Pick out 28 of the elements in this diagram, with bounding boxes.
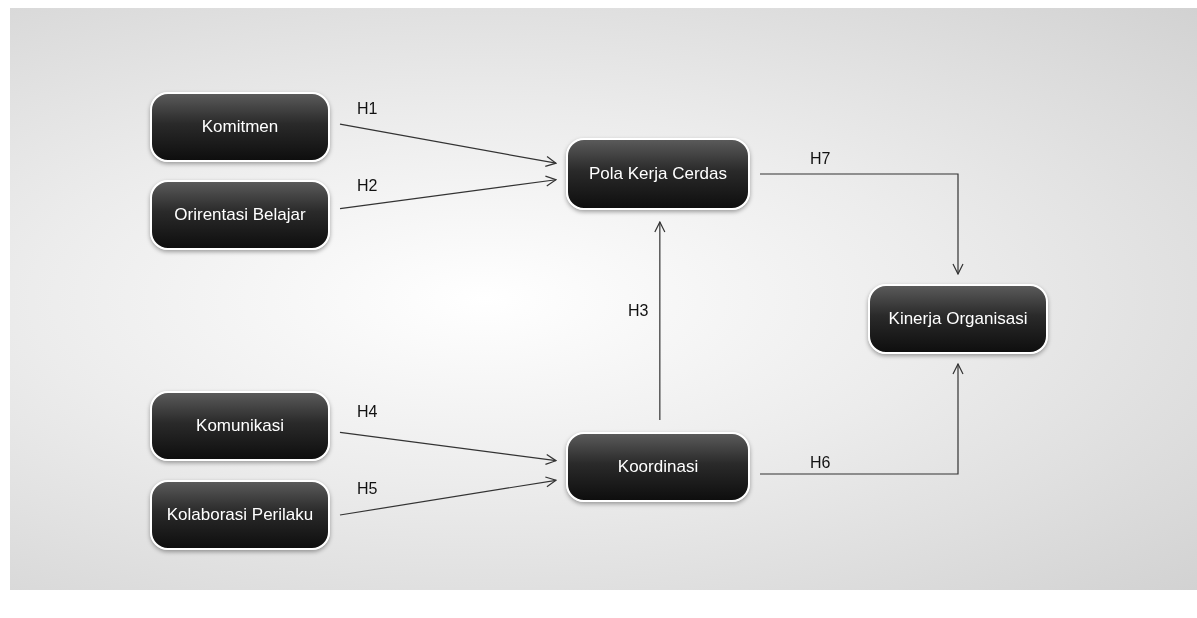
arrow — [339, 175, 557, 210]
arrow — [339, 431, 557, 465]
edge-label: H1 — [357, 100, 378, 118]
construct-box — [566, 432, 750, 502]
edge-label: H6 — [810, 454, 831, 472]
construct-box — [150, 480, 330, 550]
construct-label: Kinerja Organisasi — [887, 307, 1029, 330]
edge-label: H3 — [628, 302, 649, 320]
construct-box — [868, 284, 1048, 354]
edge-label: H7 — [810, 150, 831, 168]
arrow — [654, 221, 666, 421]
construct-box — [150, 92, 330, 162]
construct-label: Orirentasi Belajar — [173, 203, 307, 226]
construct-label: Komitmen — [200, 115, 280, 138]
arrow — [759, 363, 964, 475]
edge-label: H5 — [357, 480, 378, 498]
construct-label: Pola Kerja Cerdas — [588, 162, 728, 185]
edge-label: H4 — [357, 403, 378, 421]
construct-box — [150, 180, 330, 250]
arrow — [339, 476, 557, 516]
construct-label: Kolaborasi Perilaku — [165, 503, 315, 526]
construct-box — [566, 138, 750, 210]
construct-label: Komunikasi — [195, 414, 285, 437]
construct-box — [150, 391, 330, 461]
edge-label: H2 — [357, 177, 378, 195]
arrow — [339, 123, 557, 167]
arrow — [759, 173, 964, 275]
construct-label: Koordinasi — [616, 455, 700, 478]
